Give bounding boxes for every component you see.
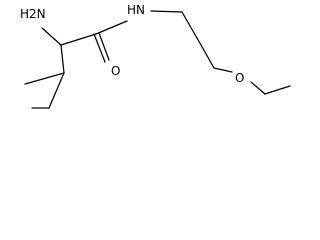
bond-ether-oxygen-to-ethyl-carbon (250, 81, 266, 95)
bond-alpha-carbon-to-carbonyl-carbon (60, 33, 97, 46)
bond-chain-3-to-ether-oxygen (213, 67, 233, 73)
bond-alpha-carbon-to-beta-carbon (60, 44, 65, 74)
amide-nh-label: HN (127, 3, 145, 17)
bond-ethoxy-terminal (264, 85, 291, 95)
bond-beta-carbon-to-ethyl-carbon (48, 72, 65, 109)
bond-carbonyl-to-amide-nitrogen (95, 20, 128, 35)
bond-alpha-carbon-to-amine (41, 27, 62, 46)
bond-carbonyl-double-bond-line-b (98, 32, 110, 61)
bond-carbonyl-double-bond-line-a (93, 33, 106, 63)
chemical-structure-diagram: H2N HN O O (20, 3, 291, 109)
ether-oxygen-label: O (235, 71, 244, 85)
bond-chain-2-to-3 (196, 37, 215, 69)
carbonyl-oxygen-label: O (111, 64, 120, 78)
bond-chain-1-to-2 (181, 11, 198, 39)
amine-label: H2N (20, 7, 46, 21)
bond-beta-carbon-to-methyl (24, 72, 65, 85)
bond-amide-nitrogen-to-chain (150, 10, 183, 13)
